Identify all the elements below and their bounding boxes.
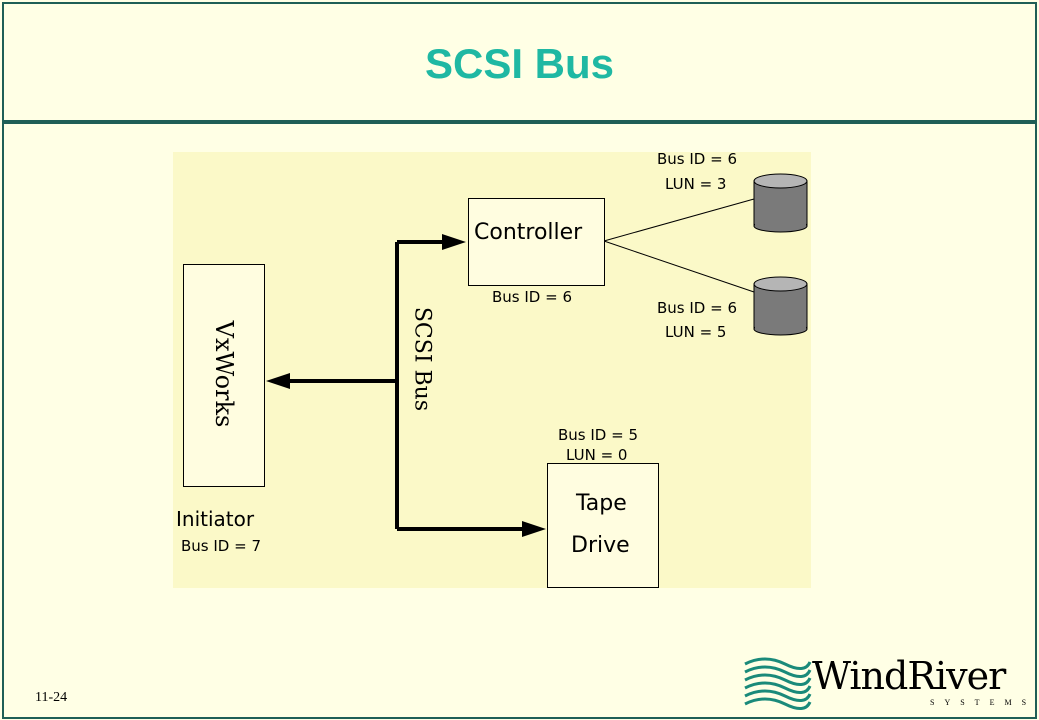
initiator-box [183, 264, 265, 487]
disk-1-bus-id: Bus ID = 6 [657, 150, 738, 168]
disk-2-bus-id: Bus ID = 6 [657, 299, 738, 317]
controller-to-disk-2 [603, 240, 755, 293]
initiator-bus-id: Bus ID = 7 [181, 537, 262, 555]
title-bar: SCSI Bus [4, 4, 1035, 124]
arrowhead-initiator [266, 373, 290, 389]
tape-bus-id: Bus ID = 5 [558, 426, 639, 444]
initiator-role-label: Initiator [176, 507, 255, 531]
arrowhead-tape [522, 521, 546, 537]
controller-to-disk-1 [603, 198, 755, 242]
page-number: 11-24 [35, 690, 68, 705]
scsi-bus-label: SCSI Bus [409, 306, 435, 412]
tape-label-line2: Drive [571, 533, 630, 558]
initiator-box-label: VxWorks [210, 320, 238, 428]
logo-wordmark: WindRiver [812, 654, 1006, 698]
tape-drive-box [547, 463, 659, 588]
slide-title: SCSI Bus [424, 40, 615, 87]
windriver-wave-icon [744, 657, 812, 710]
disk-2-icon [753, 276, 808, 336]
disk-1-lun: LUN = 3 [665, 175, 727, 193]
logo-tagline: SYSTEMS [930, 698, 1037, 707]
controller-bus-id: Bus ID = 6 [492, 288, 573, 306]
disk-1-icon [753, 173, 808, 233]
tape-label-line1: Tape [576, 491, 627, 516]
controller-box [468, 198, 605, 286]
arrowhead-controller [442, 234, 466, 250]
windriver-logo: WindRiver SYSTEMS [740, 652, 1030, 712]
controller-label: Controller [474, 220, 583, 245]
disk-2-lun: LUN = 5 [665, 323, 727, 341]
tape-lun: LUN = 0 [566, 446, 628, 464]
